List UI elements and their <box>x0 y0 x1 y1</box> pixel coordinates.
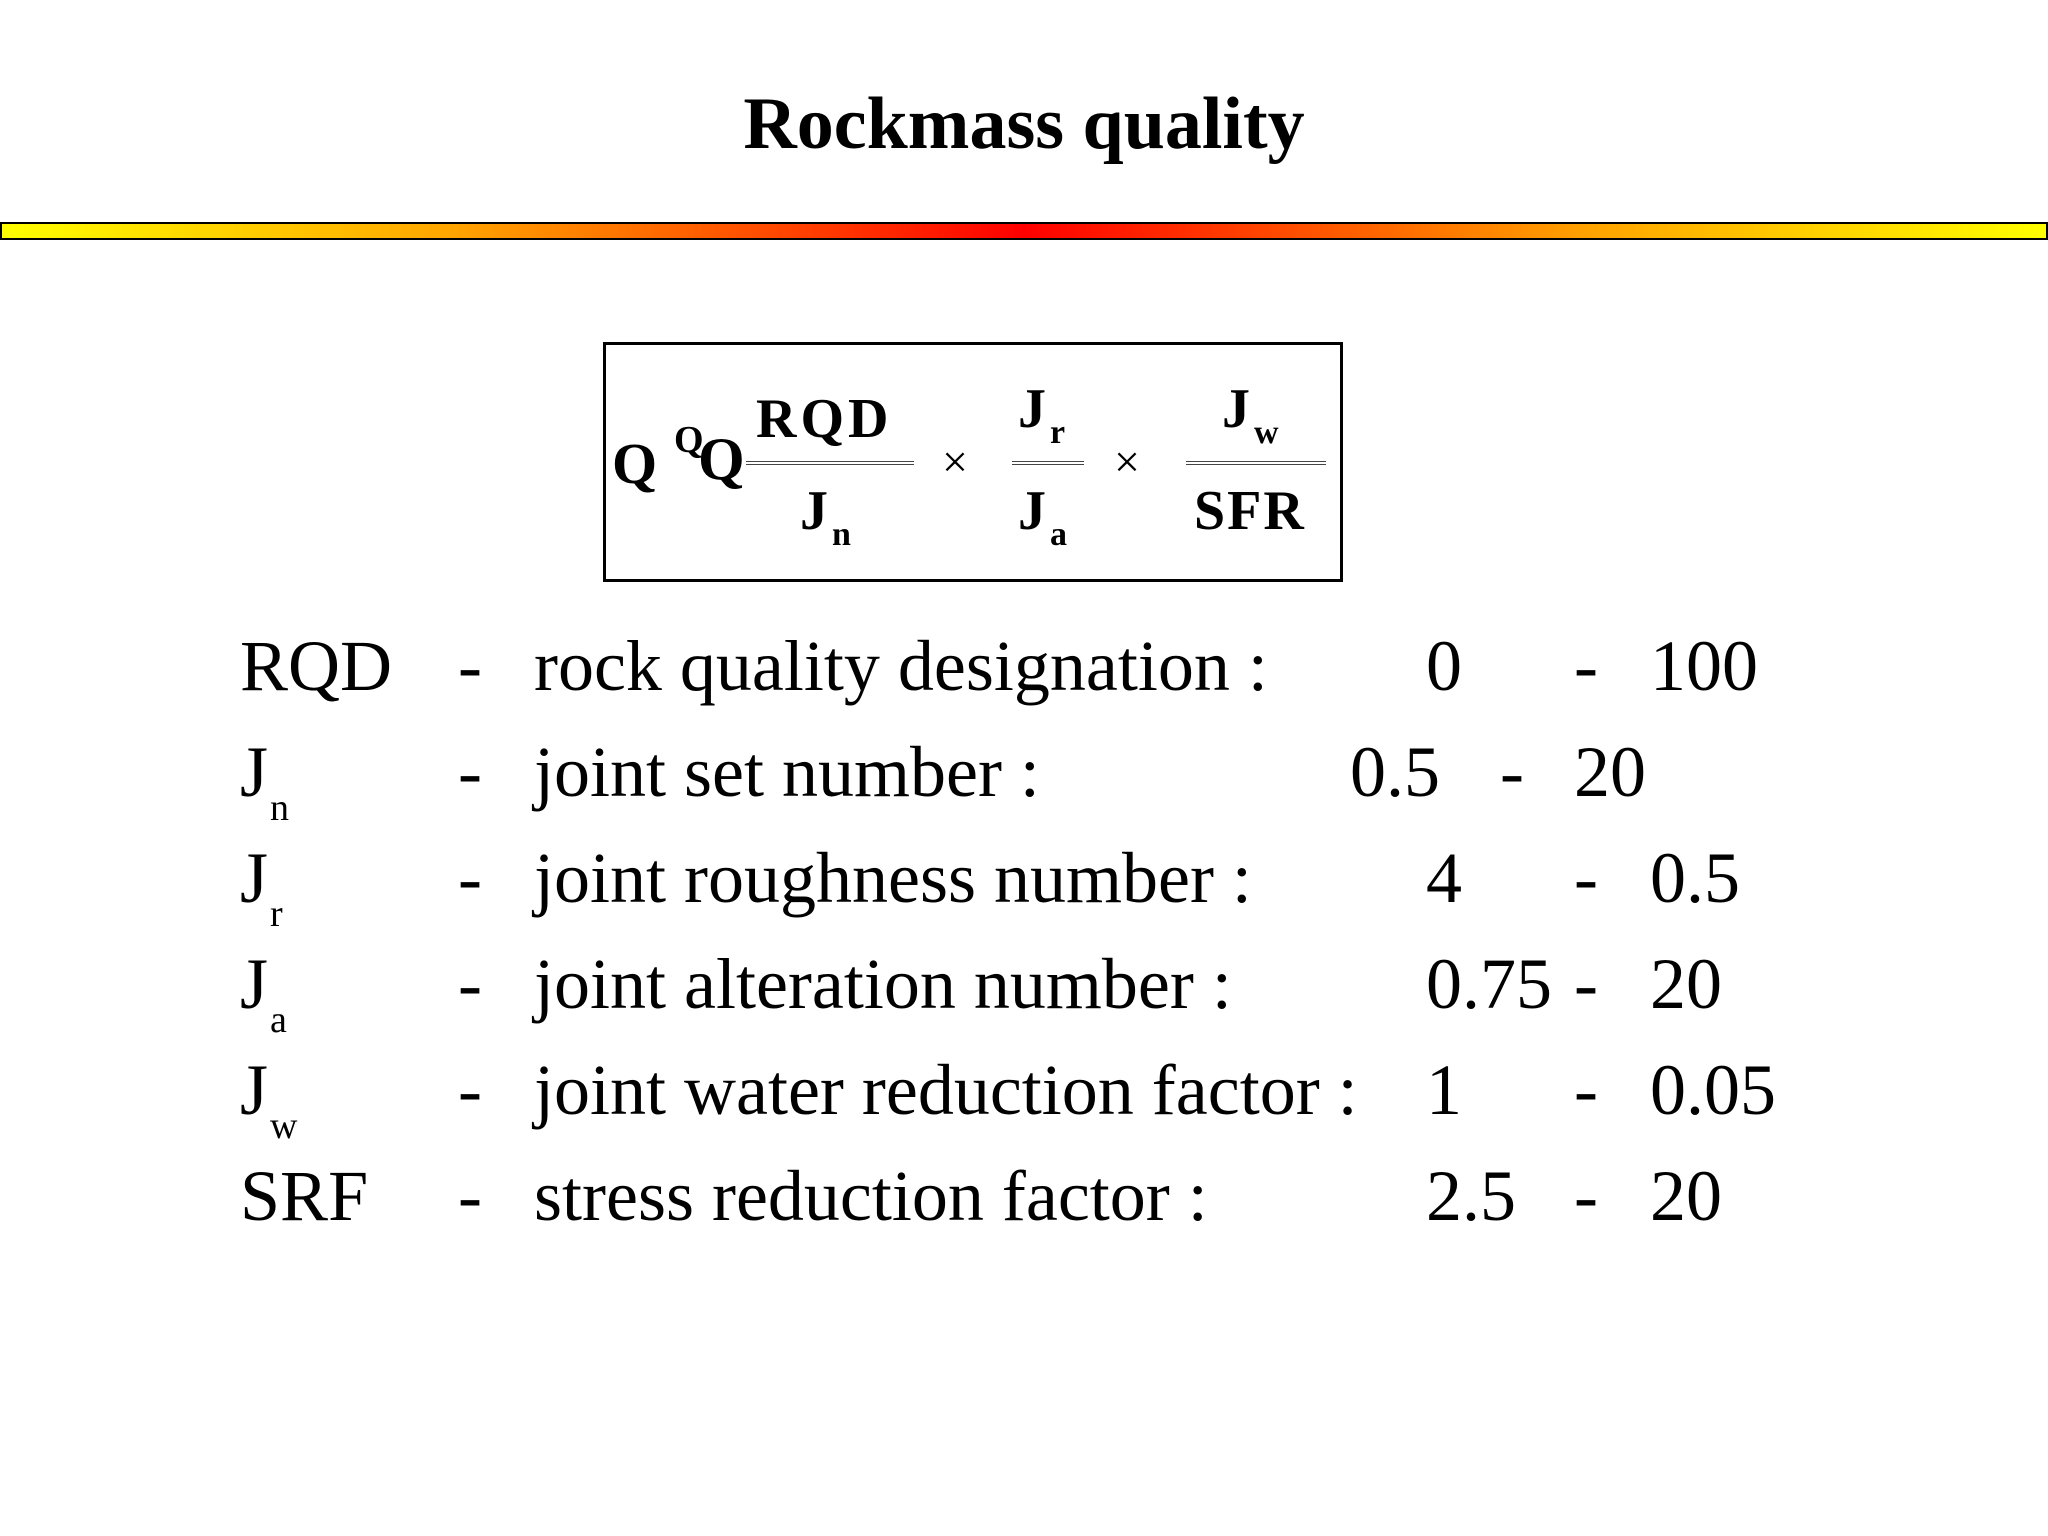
param-max: 0.05 <box>1650 1050 1776 1130</box>
param-max: 20 <box>1650 1156 1722 1236</box>
param-description: joint roughness number : <box>534 838 1252 918</box>
param-min: 2.5 <box>1426 1156 1516 1236</box>
param-range-dash: - <box>1500 732 1524 812</box>
param-dash: - <box>458 1050 482 1130</box>
param-description: stress reduction factor : <box>534 1156 1208 1236</box>
param-symbol: Ja <box>240 944 287 1041</box>
param-max: 0.5 <box>1650 838 1740 918</box>
param-range-dash: - <box>1574 1050 1598 1130</box>
fraction-bar-rqd <box>746 461 914 465</box>
param-description: joint set number : <box>534 732 1040 812</box>
param-max: 20 <box>1574 732 1646 812</box>
param-symbol: Jr <box>240 838 283 935</box>
param-max: 100 <box>1650 626 1758 706</box>
param-dash: - <box>458 838 482 918</box>
param-symbol: Jw <box>240 1050 298 1147</box>
param-dash: - <box>458 944 482 1024</box>
param-symbol: Jn <box>240 732 290 829</box>
formula-sfr-denominator: SFR <box>1194 480 1306 542</box>
times-sign-1: × <box>942 436 968 487</box>
gradient-divider <box>0 222 2048 240</box>
formula-q-c: Q <box>698 426 745 492</box>
param-range-dash: - <box>1574 1156 1598 1236</box>
param-min: 4 <box>1426 838 1462 918</box>
param-dash: - <box>458 626 482 706</box>
param-description: rock quality designation : <box>534 626 1268 706</box>
param-description: joint water reduction factor : <box>534 1050 1358 1130</box>
formula-q-a: Q <box>612 431 658 496</box>
param-range-dash: - <box>1574 944 1598 1024</box>
param-symbol: RQD <box>240 626 393 706</box>
page-title: Rockmass quality <box>743 83 1305 165</box>
param-description: joint alteration number : <box>534 944 1232 1024</box>
times-sign-2: × <box>1114 436 1140 487</box>
formula-q-b: Q <box>674 419 704 461</box>
param-min: 0.75 <box>1426 944 1552 1024</box>
param-min: 0.5 <box>1350 732 1440 812</box>
fraction-bar-jr <box>1012 461 1084 465</box>
param-range-dash: - <box>1574 626 1598 706</box>
param-min: 1 <box>1426 1050 1462 1130</box>
fraction-bar-jw <box>1186 461 1326 465</box>
formula-rqd-numerator: RQD <box>756 388 893 450</box>
param-dash: - <box>458 732 482 812</box>
param-range-dash: - <box>1574 838 1598 918</box>
param-min: 0 <box>1426 626 1462 706</box>
param-symbol: SRF <box>240 1156 369 1236</box>
param-dash: - <box>458 1156 482 1236</box>
param-max: 20 <box>1650 944 1722 1024</box>
